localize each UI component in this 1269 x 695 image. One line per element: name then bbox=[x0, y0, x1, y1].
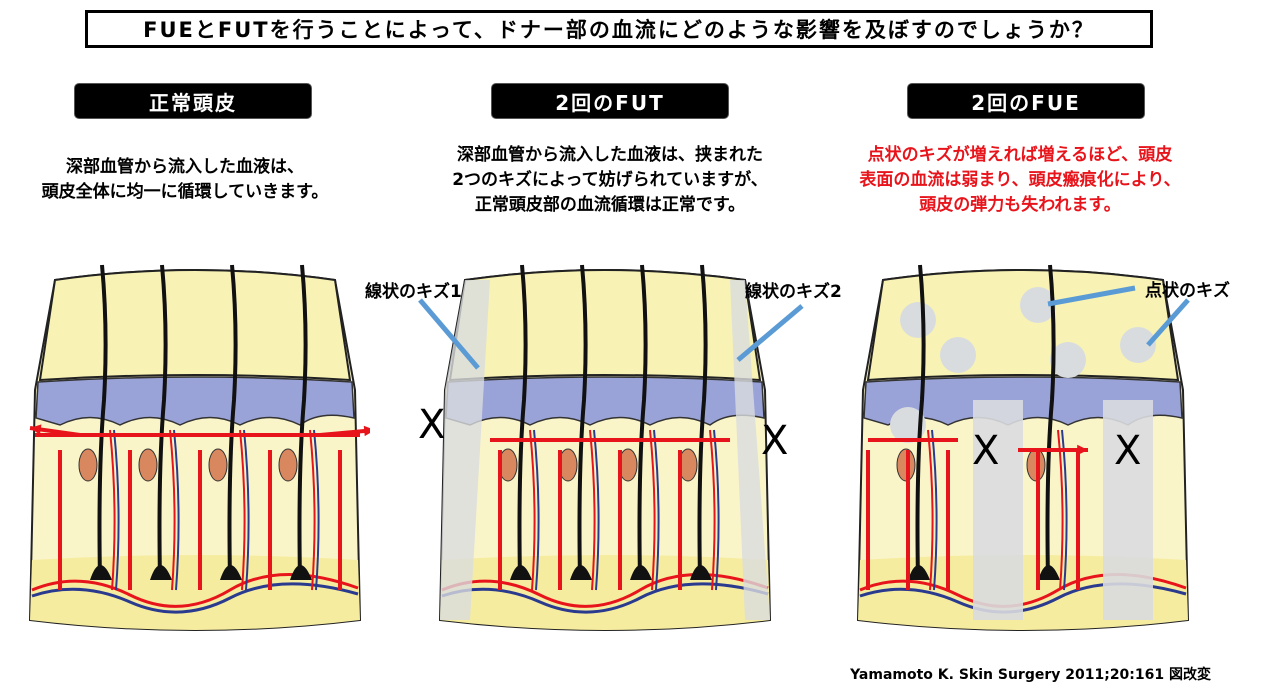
flow-arrow-right-head bbox=[363, 425, 370, 437]
dot-scar bbox=[1020, 287, 1056, 323]
capillary-vein bbox=[713, 429, 720, 591]
deep-vein bbox=[31, 582, 359, 614]
desc-line: 深部血管から流入した血液は、挟まれた bbox=[457, 145, 763, 165]
capillary bbox=[927, 429, 934, 591]
panel-label-fut: 2回のFUT bbox=[492, 84, 728, 118]
hair-bulb bbox=[1038, 565, 1060, 580]
desc-line: 頭皮の弾力も失われます。 bbox=[919, 195, 1121, 215]
leader-line-scar-2 bbox=[736, 304, 804, 362]
capillary-vein bbox=[113, 429, 120, 591]
sebaceous-gland bbox=[138, 448, 158, 482]
desc-line: 表面の血流は弱まり、頭皮瘢痕化により、 bbox=[859, 170, 1181, 190]
capillary-vein bbox=[653, 429, 660, 591]
capillary-vein bbox=[243, 429, 250, 591]
capillary bbox=[239, 429, 246, 591]
diagram-fut bbox=[438, 264, 772, 631]
dot-scar bbox=[1120, 327, 1156, 363]
hair-shaft bbox=[1045, 264, 1056, 581]
citation: Yamamoto K. Skin Surgery 2011;20:161 図改変 bbox=[850, 667, 1211, 683]
hair-bulb bbox=[630, 565, 652, 580]
deep-artery bbox=[31, 573, 359, 608]
leader-line-dot-1 bbox=[1047, 285, 1136, 307]
dot-scar bbox=[1050, 342, 1086, 378]
diagram-normal bbox=[28, 264, 370, 631]
panel-label-normal-text: 正常頭皮 bbox=[149, 90, 237, 115]
sebaceous-gland bbox=[278, 448, 298, 482]
capillary-vein bbox=[931, 429, 938, 591]
hair-shaft bbox=[97, 264, 108, 581]
panel-desc-fue: 点状のキズが増えれば増えるほど、頭皮 表面の血流は弱まり、頭皮瘢痕化により、 頭… bbox=[810, 143, 1230, 218]
flow-arrow-left-head bbox=[30, 424, 42, 435]
page-title-text: FUEとFUTを行うことによって、ドナー部の血流にどのような影響を及ぼすのでしょ… bbox=[143, 18, 1095, 42]
epidermis-layer bbox=[38, 269, 352, 382]
block-mark-x: X bbox=[972, 428, 1000, 474]
block-mark-x: X bbox=[761, 418, 789, 464]
capillary bbox=[169, 429, 176, 591]
panel-label-fue-text: 2回のFUE bbox=[971, 90, 1081, 115]
hair-bulb bbox=[570, 565, 592, 580]
hair-bulb bbox=[290, 565, 312, 580]
leader-line-scar-1 bbox=[418, 298, 480, 370]
desc-line: 正常頭皮部の血流循環は正常です。 bbox=[474, 195, 746, 215]
capillary bbox=[709, 429, 716, 591]
hair-shaft bbox=[915, 264, 926, 581]
hair-bulb bbox=[690, 565, 712, 580]
dermis-band bbox=[35, 376, 355, 426]
hair-shaft bbox=[637, 264, 648, 581]
capillary bbox=[109, 429, 116, 591]
hair-shaft bbox=[577, 264, 588, 581]
block-mark-x: X bbox=[1114, 428, 1142, 474]
dot-scar-column bbox=[973, 400, 1023, 620]
desc-line: 2つのキズによって妨げられていますが、 bbox=[452, 170, 768, 190]
desc-line: 深部血管から流入した血液は、 bbox=[66, 157, 304, 177]
hair-shaft bbox=[517, 264, 528, 581]
linear-scar-right bbox=[730, 280, 770, 620]
panel-label-fue: 2回のFUE bbox=[908, 84, 1144, 118]
sebaceous-gland bbox=[78, 448, 98, 482]
capillary bbox=[649, 429, 656, 591]
panel-label-fut-text: 2回のFUT bbox=[555, 90, 665, 115]
hair-bulb bbox=[510, 565, 532, 580]
dot-scar bbox=[890, 407, 926, 443]
desc-line: 点状のキズが増えれば増えるほど、頭皮 bbox=[867, 145, 1173, 165]
capillary bbox=[589, 429, 596, 591]
capillary-vein bbox=[313, 429, 320, 591]
capillary bbox=[309, 429, 316, 591]
capillary-vein bbox=[533, 429, 540, 591]
block-mark-x: X bbox=[418, 402, 446, 448]
hair-bulb bbox=[220, 565, 242, 580]
hair-bulb bbox=[90, 565, 112, 580]
callout-linear-scar-1: 線状のキズ1 bbox=[365, 282, 462, 302]
page-title: FUEとFUTを行うことによって、ドナー部の血流にどのような影響を及ぼすのでしょ… bbox=[85, 10, 1153, 48]
hair-shaft bbox=[227, 264, 238, 581]
desc-line: 頭皮全体に均一に循環していきます。 bbox=[41, 182, 329, 202]
capillary bbox=[529, 429, 536, 591]
hair-shaft bbox=[697, 264, 708, 581]
panel-label-normal: 正常頭皮 bbox=[75, 84, 311, 118]
dot-scar bbox=[940, 337, 976, 373]
callout-linear-scar-2: 線状のキズ2 bbox=[745, 282, 842, 302]
panel-desc-normal: 深部血管から流入した血液は、 頭皮全体に均一に循環していきます。 bbox=[10, 155, 360, 205]
panel-desc-fut: 深部血管から流入した血液は、挟まれた 2つのキズによって妨げられていますが、 正… bbox=[400, 143, 820, 218]
dot-scar bbox=[900, 302, 936, 338]
capillary-vein bbox=[173, 429, 180, 591]
hair-bulb bbox=[150, 565, 172, 580]
dot-scar-column bbox=[1103, 400, 1153, 620]
diagram-fue bbox=[856, 264, 1190, 631]
hair-bulb bbox=[908, 565, 930, 580]
capillary-vein bbox=[593, 429, 600, 591]
hair-shaft bbox=[157, 264, 168, 581]
leader-line-dot-2 bbox=[1146, 298, 1190, 347]
sebaceous-gland bbox=[208, 448, 228, 482]
hair-shaft bbox=[297, 264, 308, 581]
deep-vein bbox=[441, 582, 769, 614]
callout-dot-scar: 点状のキズ bbox=[1145, 281, 1230, 301]
